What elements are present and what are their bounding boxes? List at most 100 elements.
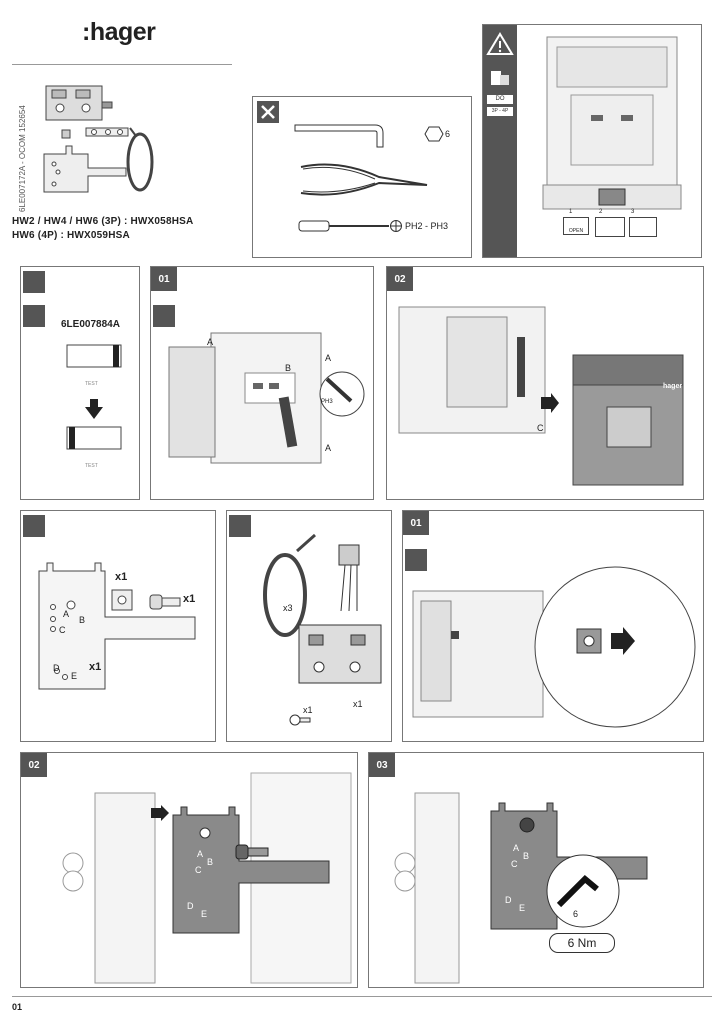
screwdriver-icon xyxy=(298,220,389,232)
torque-badge: 6 Nm xyxy=(549,933,615,953)
warning-sidebar xyxy=(483,25,517,257)
tag-poles: 3P - 4P xyxy=(487,107,513,116)
hex-nut-icon xyxy=(424,126,444,142)
callout-b: B xyxy=(285,363,292,373)
page-number: 01 xyxy=(12,1002,23,1012)
step-label-2: 2 xyxy=(599,209,603,215)
step-number: 02 xyxy=(21,753,47,777)
callout-c: C xyxy=(537,423,544,433)
box-icon xyxy=(491,71,509,85)
bolt xyxy=(149,594,181,610)
footer-rule xyxy=(12,996,712,997)
mounting-plate xyxy=(38,562,196,690)
hole-c: C xyxy=(59,625,66,635)
step-01b-panel: 01 xyxy=(402,510,704,742)
hole-e: E xyxy=(71,671,78,681)
hole-e: E xyxy=(519,903,526,913)
tag-do: DO xyxy=(487,95,513,104)
cable-ties xyxy=(263,533,316,637)
callout-a-2: A xyxy=(325,353,332,363)
hole-d: D xyxy=(505,895,512,905)
warning-panel: DO 3P - 4P 1 2 3 OPEN xyxy=(482,24,702,258)
step-01a-panel: 01 A B A A PH3 xyxy=(150,266,374,500)
bolt xyxy=(235,844,269,860)
hole-e: E xyxy=(201,909,208,919)
contact-indicator xyxy=(629,217,657,237)
open-box-icon xyxy=(229,515,251,537)
hole-c: C xyxy=(511,859,518,869)
hex-key-icon xyxy=(294,124,384,148)
step-number: 03 xyxy=(369,753,395,777)
screwdriver-label: PH2 - PH3 xyxy=(405,221,449,231)
withdraw-icon xyxy=(23,305,45,327)
open-box-icon xyxy=(23,515,45,537)
zoom-circle xyxy=(319,371,365,417)
step-03b-panel: 03 A B C D E 6 6 Nm xyxy=(368,752,704,988)
step-label-3: 3 xyxy=(631,209,635,215)
test-label-1: TEST xyxy=(85,381,98,387)
square-nut xyxy=(111,589,133,611)
kit2-panel: x3 x1 x1 xyxy=(226,510,392,742)
hole-a: A xyxy=(63,609,70,619)
chassis-drawing xyxy=(398,306,546,434)
breaker-brand: hager xyxy=(663,383,683,390)
insert-icon xyxy=(405,549,427,571)
breaker-drawing xyxy=(168,332,322,464)
qty-nut: x1 xyxy=(115,571,128,583)
zoom-circle xyxy=(546,854,620,928)
down-arrow-icon xyxy=(85,399,103,419)
hex-size-label: 6 xyxy=(573,909,579,919)
pull-arrow-icon xyxy=(541,393,559,413)
brand-logo: :hager xyxy=(82,18,156,46)
tools-icon xyxy=(257,101,279,123)
warning-icon xyxy=(486,32,514,55)
aux-contact-open xyxy=(66,344,122,368)
screw xyxy=(289,714,311,726)
qty-screw: x1 xyxy=(303,705,313,715)
qty-ties: x3 xyxy=(283,603,293,613)
ref-line-1: HW2 / HW4 / HW6 (3P) : HWX058HSA xyxy=(12,216,194,227)
callout-a-1: A xyxy=(207,337,214,347)
prep-panel: 6LE007884A TEST TEST xyxy=(20,266,140,500)
breaker-front-drawing xyxy=(542,36,682,210)
hole-a: A xyxy=(513,843,520,853)
hole-d: D xyxy=(187,901,194,911)
tools-panel: 6 PH2 - PH3 xyxy=(252,96,472,258)
chassis-background xyxy=(394,792,460,984)
breaker-removed-drawing xyxy=(572,354,684,486)
pliers-icon xyxy=(300,163,428,196)
doc-code: 6LE007172A - OCOM 152654 xyxy=(18,105,27,212)
zoom-circle xyxy=(534,566,696,728)
hole-b: B xyxy=(207,857,214,867)
header-rule xyxy=(12,64,232,65)
hole-a: A xyxy=(197,849,204,859)
test-label-2: TEST xyxy=(85,463,98,469)
step-02b-panel: 02 A B C D E xyxy=(20,752,358,988)
step-02a-panel: 02 C hager xyxy=(386,266,704,500)
spring-indicator xyxy=(595,217,625,237)
hole-d: D xyxy=(53,663,60,673)
ref-line-2: HW6 (4P) : HWX059HSA xyxy=(12,230,130,241)
mounting-plate-installed xyxy=(172,806,330,934)
step-number: 01 xyxy=(403,511,429,535)
phillips-icon xyxy=(390,220,402,232)
callout-a-3: A xyxy=(325,443,332,453)
hole-b: B xyxy=(79,615,86,625)
operator-icon xyxy=(23,271,45,293)
kit1-panel: A B C D E x1 x1 x1 xyxy=(20,510,216,742)
hole-b: B xyxy=(523,851,530,861)
part-code: 6LE007884A xyxy=(61,319,120,330)
qty-screw: x1 xyxy=(183,593,196,605)
open-button-drawing: OPEN xyxy=(563,217,589,235)
parts-kit-illustration xyxy=(43,85,154,193)
connector-block xyxy=(298,544,382,684)
step-number: 01 xyxy=(151,267,177,291)
insert-arrow-icon xyxy=(151,805,169,821)
qty-block: x1 xyxy=(353,699,363,709)
withdraw-icon xyxy=(153,305,175,327)
qty-plate: x1 xyxy=(89,661,102,673)
hex-size-label: 6 xyxy=(445,129,451,139)
aux-contact-closed xyxy=(66,426,122,450)
ph-label: PH3 xyxy=(321,399,333,405)
step-number: 02 xyxy=(387,267,413,291)
